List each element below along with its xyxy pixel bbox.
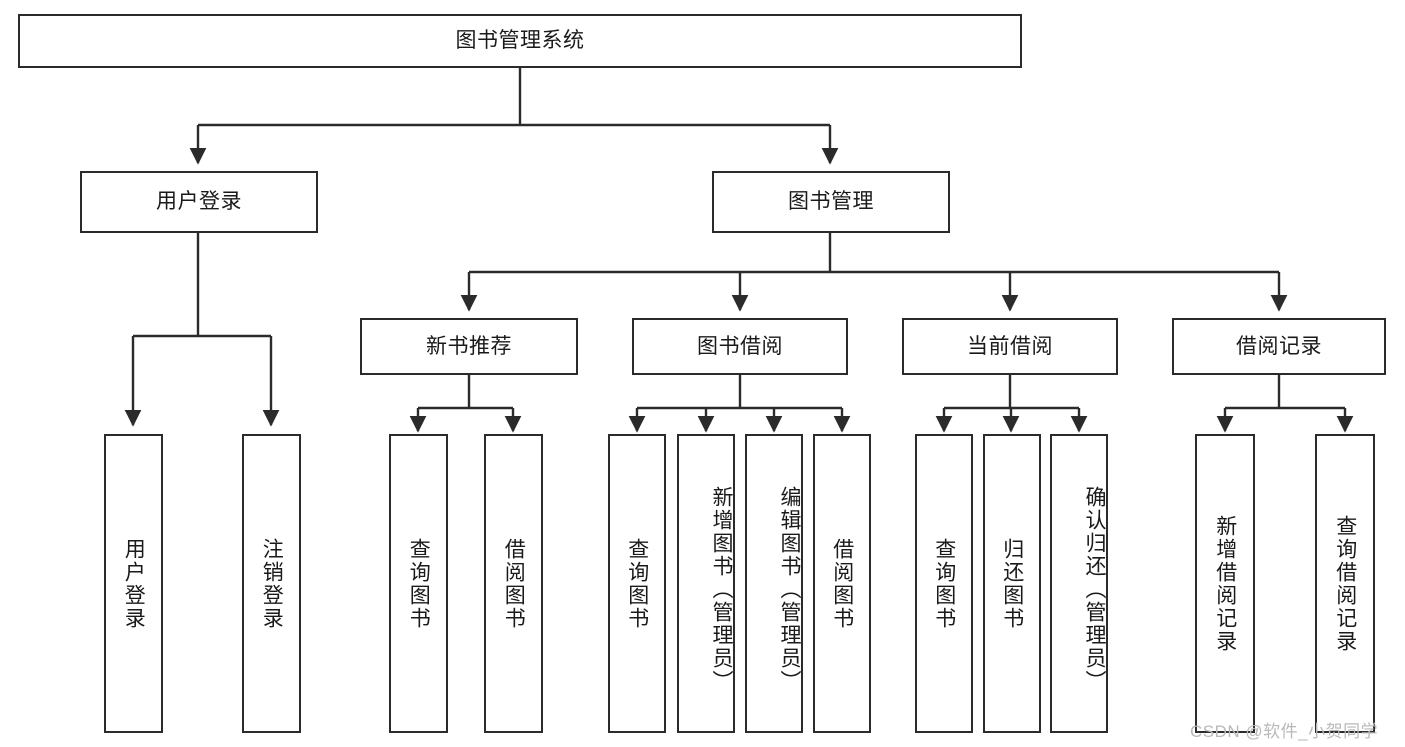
- node-label: 新增图书（管理员）: [710, 486, 733, 693]
- leaf-borrow-book-recommend[interactable]: 借阅图书: [484, 434, 543, 733]
- node-label: 归还图书: [1000, 537, 1024, 630]
- leaf-return-book[interactable]: 归还图书: [983, 434, 1041, 733]
- node-label: 图书管理系统: [455, 29, 585, 53]
- node-label: 用户登录: [122, 537, 146, 630]
- node-label: 编辑图书（管理员）: [778, 486, 801, 693]
- csdn-watermark: CSDN @软件_小贺同学: [1190, 717, 1378, 742]
- node-label: 用户登录: [156, 190, 242, 214]
- node-label: 查询借阅记录: [1333, 514, 1357, 653]
- node-borrow-record[interactable]: 借阅记录: [1172, 318, 1386, 375]
- leaf-query-borrow-record[interactable]: 查询借阅记录: [1315, 434, 1375, 733]
- node-label: 新书推荐: [426, 334, 512, 358]
- leaf-query-book-recommend[interactable]: 查询图书: [389, 434, 448, 733]
- node-label: 图书借阅: [697, 334, 783, 358]
- node-label: 查询图书: [625, 537, 649, 630]
- node-current-borrow[interactable]: 当前借阅: [902, 318, 1118, 375]
- leaf-user-login[interactable]: 用户登录: [104, 434, 163, 733]
- leaf-query-book-borrow[interactable]: 查询图书: [608, 434, 666, 733]
- leaf-borrow-book[interactable]: 借阅图书: [813, 434, 871, 733]
- node-user-login[interactable]: 用户登录: [80, 171, 318, 233]
- node-root-system[interactable]: 图书管理系统: [18, 14, 1022, 68]
- node-label: 查询图书: [407, 537, 431, 630]
- node-book-management[interactable]: 图书管理: [712, 171, 950, 233]
- node-label: 新增借阅记录: [1213, 514, 1237, 653]
- node-label: 注销登录: [260, 537, 284, 630]
- node-label: 借阅记录: [1236, 334, 1322, 358]
- node-book-borrow[interactable]: 图书借阅: [632, 318, 848, 375]
- node-label: 确认归还（管理员）: [1083, 486, 1106, 693]
- leaf-logout[interactable]: 注销登录: [242, 434, 301, 733]
- leaf-edit-book-admin[interactable]: 编辑图书（管理员）: [745, 434, 803, 733]
- node-label: 图书管理: [788, 190, 874, 214]
- leaf-query-book-current[interactable]: 查询图书: [915, 434, 973, 733]
- node-label: 借阅图书: [830, 537, 854, 630]
- node-label: 查询图书: [932, 537, 956, 630]
- node-new-book-recommend[interactable]: 新书推荐: [360, 318, 578, 375]
- watermark-text: CSDN @软件_小贺同学: [1190, 722, 1379, 741]
- leaf-confirm-return-admin[interactable]: 确认归还（管理员）: [1050, 434, 1108, 733]
- leaf-add-book-admin[interactable]: 新增图书（管理员）: [677, 434, 735, 733]
- leaf-add-borrow-record[interactable]: 新增借阅记录: [1195, 434, 1255, 733]
- node-label: 当前借阅: [967, 334, 1053, 358]
- node-label: 借阅图书: [502, 537, 526, 630]
